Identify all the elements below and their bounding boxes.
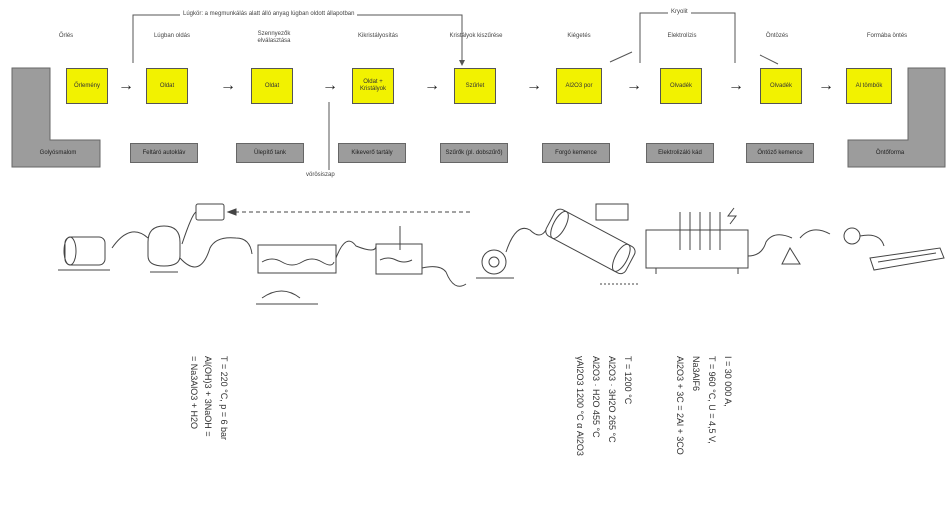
right-arrow-icon: → <box>818 77 834 94</box>
process-box: Al2O3 por <box>556 68 602 104</box>
stage-header: Őrlés <box>58 33 74 39</box>
stage-header: Lúgban oldás <box>153 33 191 39</box>
equation-line: γAl2O3 1200 °C α Al2O3 <box>575 356 585 456</box>
right-arrow-icon: → <box>626 77 642 94</box>
equipment-box: Elektrolizáló kád <box>646 143 714 163</box>
stage-header: Kiégetés <box>567 33 591 39</box>
process-box: Al tömbök <box>846 68 892 104</box>
equation-line: Al(OH)3 + 3NaOH = <box>203 356 213 437</box>
right-arrow-icon: → <box>526 77 542 94</box>
right-arrow-icon: → <box>322 77 338 94</box>
equation-line: Al2O3 + 3C = 2Al + 3CO <box>675 356 685 455</box>
process-box: Olvadék <box>660 68 702 104</box>
equipment-box: Golyósmalom <box>39 150 77 156</box>
process-box: Szűrlet <box>454 68 496 104</box>
equation-line: T = 220 °C, p = 6 bar <box>219 356 229 440</box>
equation-line: Al2O3 · H2O 455 °C <box>591 356 601 438</box>
stage-header: Formába öntés <box>866 33 908 39</box>
stage-header: Szennyezők elválasztása <box>257 31 291 44</box>
stage-header: Kristályok kiszűrése <box>449 33 503 39</box>
equation-line: T = 960 °C, U = 4,5 V, <box>707 356 717 444</box>
equipment-box: Kikeverő tartály <box>338 143 406 163</box>
right-arrow-icon: → <box>220 77 236 94</box>
right-arrow-icon: → <box>424 77 440 94</box>
equipment-box: Szűrők (pl. dobszűrő) <box>440 143 508 163</box>
process-box: Őrlemény <box>66 68 108 104</box>
process-box: Oldat + Kristályok <box>352 68 394 104</box>
right-arrow-icon: → <box>728 77 744 94</box>
equation-line: T = 1200 °C <box>623 356 633 405</box>
right-arrow-icon: → <box>118 77 134 94</box>
stage-header: Öntözés <box>765 33 789 39</box>
stage-header: Kikristályosítás <box>357 33 398 39</box>
equation-line: Na3AlF6 <box>691 356 701 392</box>
equipment-box: Feltáró autokláv <box>130 143 198 163</box>
feedback-loop-label: Lúgkör: a megmunkálás alatt álló anyag l… <box>180 11 358 18</box>
equipment-box: Forgó kemence <box>542 143 610 163</box>
equipment-box: Ülepítő tank <box>236 143 304 163</box>
equipment-box: Öntőforma <box>875 150 905 156</box>
equation-line: I = 30 000 A, <box>723 356 733 407</box>
stage-header: Elektrolízis <box>667 33 697 39</box>
electrolysis-loop-label: Kryolit <box>668 9 691 16</box>
equipment-sketches <box>58 203 945 305</box>
side-note-label: vörösiszap <box>306 172 335 178</box>
process-box: Olvadék <box>760 68 802 104</box>
process-box: Oldat <box>251 68 293 104</box>
equation-line: = Na3AlO3 + H2O <box>189 356 199 430</box>
process-box: Oldat <box>146 68 188 104</box>
equipment-box: Öntöző kemence <box>746 143 814 163</box>
equation-line: Al2O3 · 3H2O 265 °C <box>607 356 617 443</box>
